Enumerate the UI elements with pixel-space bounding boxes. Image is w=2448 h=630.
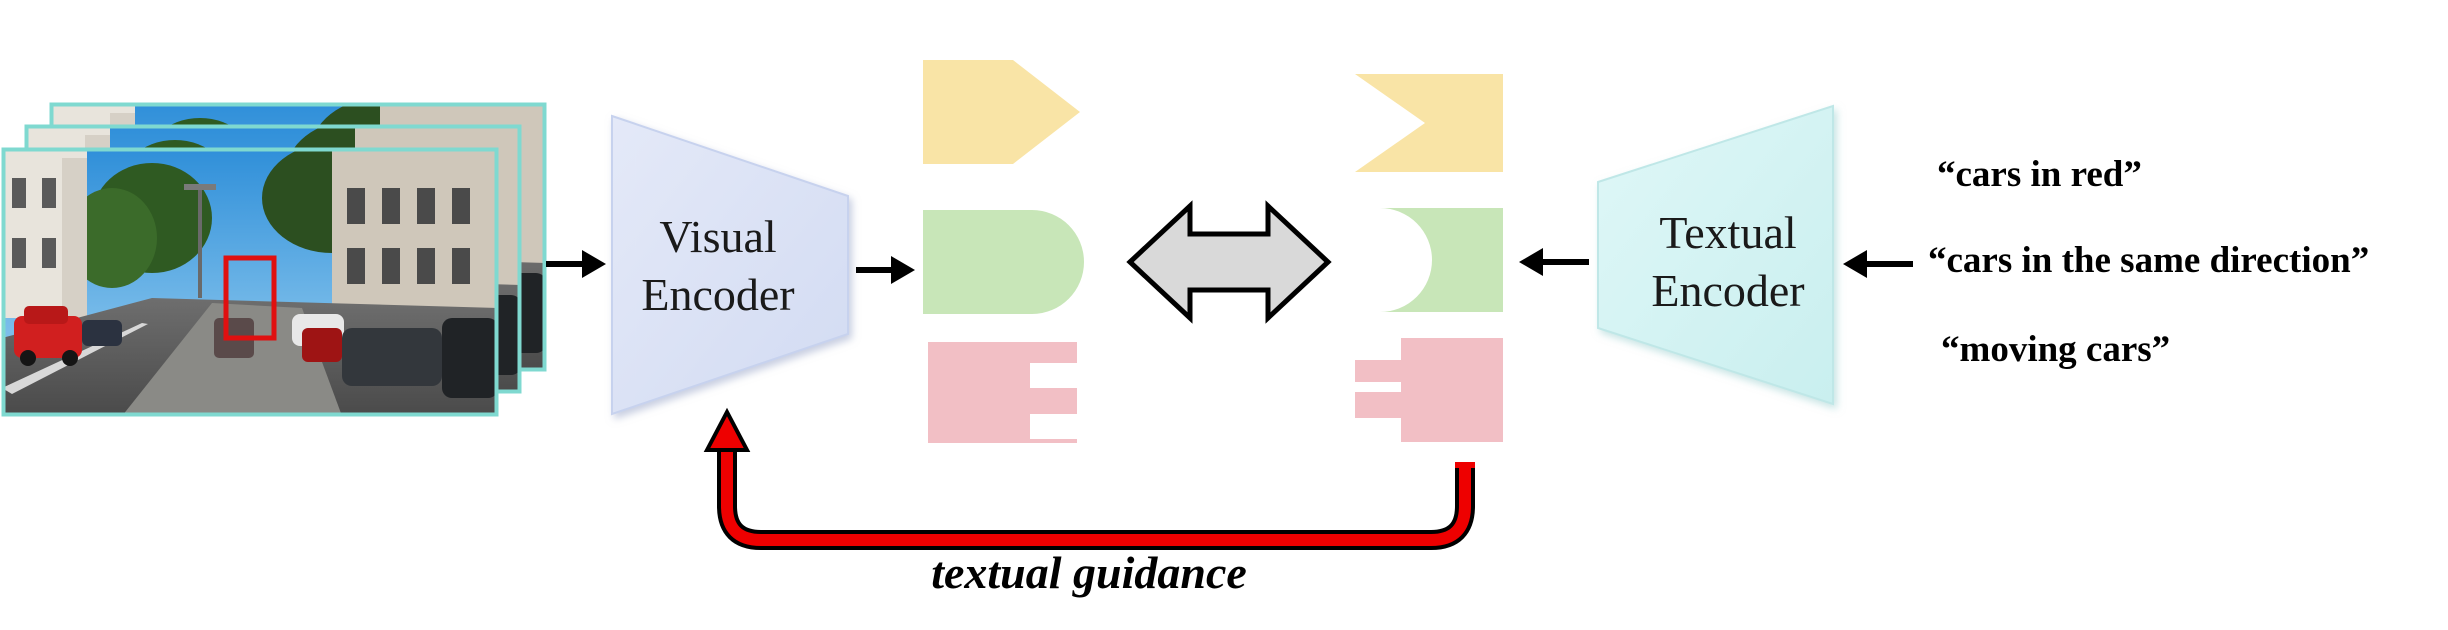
red-bounding-box-icon — [223, 255, 277, 341]
visual-features — [923, 60, 1084, 443]
textual-guidance-label: textual guidance — [931, 547, 1247, 598]
textual-feature-pink — [1355, 338, 1503, 442]
query-item: “moving cars” — [1941, 329, 2170, 370]
query-item: “cars in the same direction” — [1928, 240, 2369, 281]
textual-feature-yellow — [1355, 74, 1503, 172]
textual-encoder-label-line1: Textual — [1659, 207, 1796, 258]
frame-front — [1, 147, 499, 417]
arrow-textual-encoder-to-features — [1519, 248, 1589, 276]
visual-feature-yellow — [923, 60, 1080, 164]
textual-features — [1355, 74, 1503, 442]
textual-guidance-arrow — [703, 407, 1475, 550]
visual-encoder-label-line2: Encoder — [641, 269, 794, 320]
textual-encoder: Textual Encoder — [1597, 104, 1834, 406]
double-headed-arrow-icon — [1126, 200, 1332, 324]
query-item: “cars in red” — [1937, 154, 2142, 195]
input-frames — [1, 102, 547, 417]
textual-encoder-label-line2: Encoder — [1651, 265, 1804, 316]
visual-feature-green — [923, 210, 1084, 314]
visual-feature-pink — [928, 342, 1077, 443]
visual-encoder: Visual Encoder — [611, 114, 849, 416]
textual-feature-green — [1380, 208, 1503, 312]
visual-encoder-label-line1: Visual — [659, 211, 776, 262]
text-queries: “cars in red” “cars in the same directio… — [1928, 154, 2369, 370]
arrow-queries-to-textual-encoder — [1843, 250, 1913, 278]
arrow-visual-encoder-to-features — [856, 256, 915, 284]
arrow-frames-to-visual-encoder — [546, 250, 606, 278]
